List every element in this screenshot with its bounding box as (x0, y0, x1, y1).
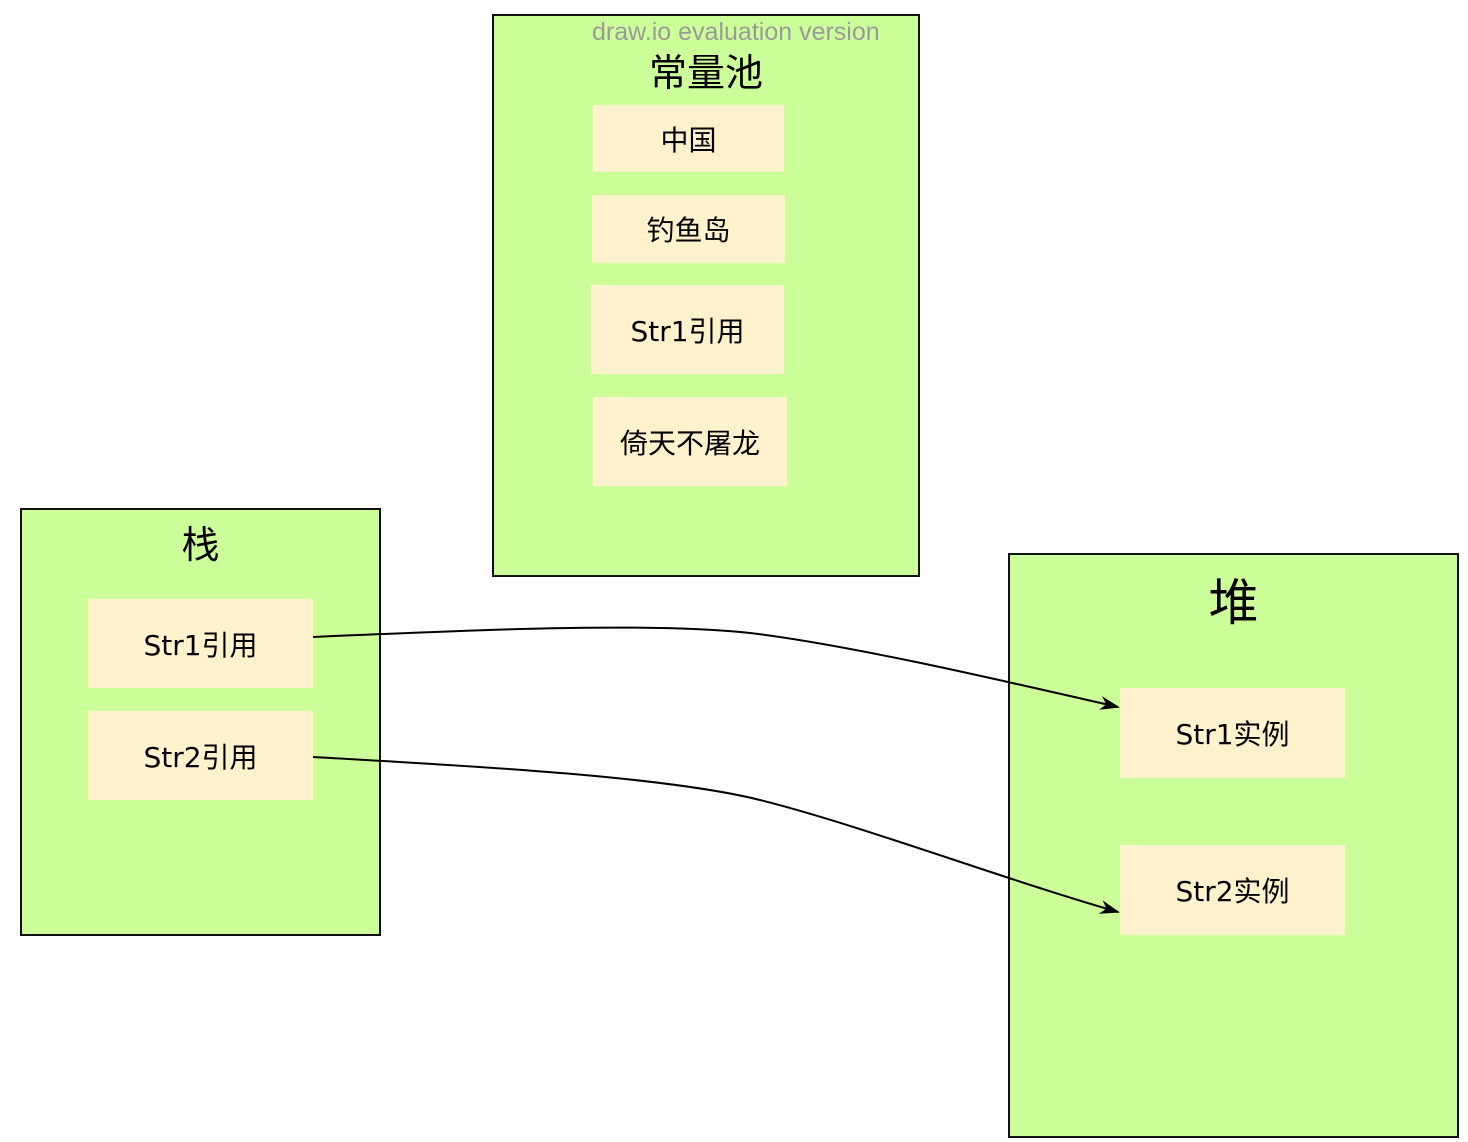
constant-pool-title: 常量池 (648, 51, 763, 95)
constant-pool-item-china: 中国 (593, 105, 784, 172)
constant-pool-item-diaoyu-island: 钓鱼岛 (592, 195, 785, 263)
evaluation-watermark: draw.io evaluation version (592, 18, 880, 46)
stack-item-str2-reference: Str2引用 (88, 711, 313, 800)
arrow-str2-reference-to-instance (312, 756, 1120, 914)
stack-title: 栈 (181, 523, 220, 567)
heap-title: 堆 (1208, 574, 1259, 632)
constant-pool-item-str1-reference: Str1引用 (591, 285, 784, 374)
stack-item-str1-reference: Str1引用 (88, 599, 313, 688)
heap-item-str1-instance: Str1实例 (1120, 688, 1345, 778)
constant-pool-item-yitian: 倚天不屠龙 (593, 397, 787, 486)
heap-item-str2-instance: Str2实例 (1120, 845, 1345, 935)
arrow-str1-reference-to-instance (312, 626, 1120, 710)
